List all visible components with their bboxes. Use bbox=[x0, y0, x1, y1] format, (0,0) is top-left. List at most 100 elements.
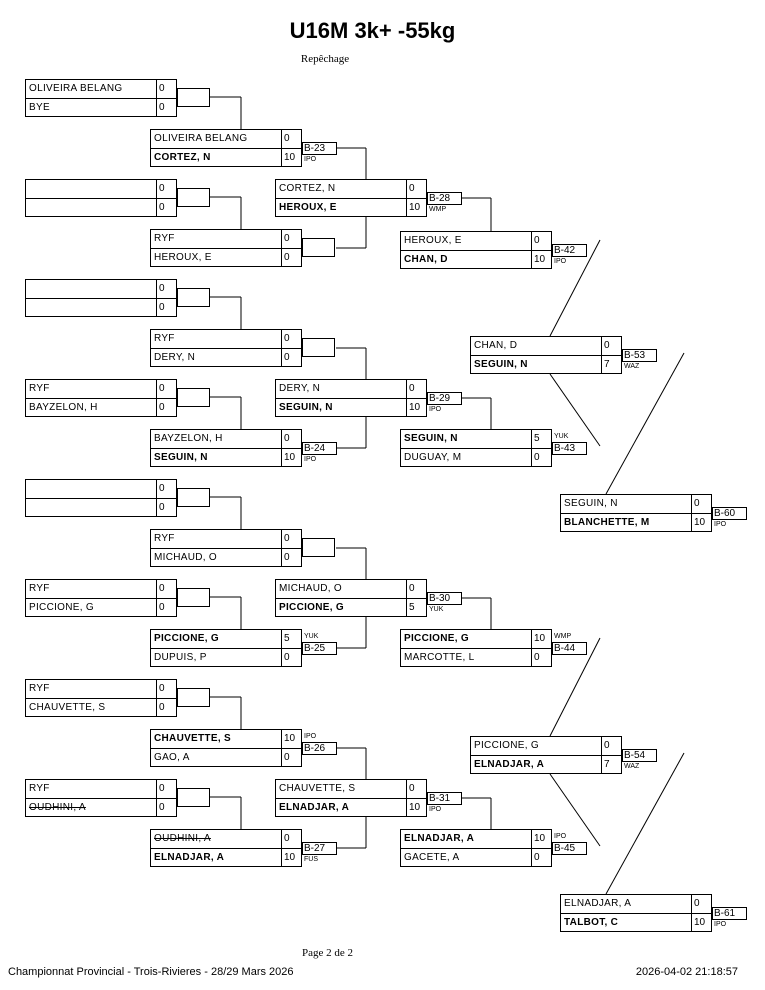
match-number: B-45 bbox=[552, 842, 587, 855]
competitor-score: 10 bbox=[531, 251, 551, 269]
competitor-bottom[interactable]: 0 bbox=[26, 499, 176, 517]
competitor-bottom[interactable]: 0 bbox=[26, 199, 176, 217]
competitor-name: SEGUIN, N bbox=[279, 402, 333, 413]
win-method: IPO bbox=[304, 456, 317, 463]
competitor-bottom[interactable]: 0 bbox=[26, 299, 176, 317]
score-marker bbox=[302, 338, 335, 357]
competitor-score: 0 bbox=[156, 580, 176, 598]
score-marker bbox=[177, 188, 210, 207]
match-number: B-24 bbox=[302, 442, 337, 455]
score-marker bbox=[177, 688, 210, 707]
competitor-score: 10 bbox=[406, 799, 426, 817]
score-marker bbox=[177, 388, 210, 407]
competitor-top[interactable]: 0 bbox=[26, 280, 176, 299]
competitor-score: 5 bbox=[281, 630, 301, 648]
competitor-top[interactable]: 0 bbox=[26, 180, 176, 199]
match-number: B-42 bbox=[552, 244, 587, 257]
match-number: B-61 bbox=[712, 907, 747, 920]
competitor-score: 10 bbox=[281, 730, 301, 748]
competitor-top[interactable]: 0 bbox=[26, 480, 176, 499]
page-title: U16M 3k+ -55kg bbox=[289, 18, 456, 43]
